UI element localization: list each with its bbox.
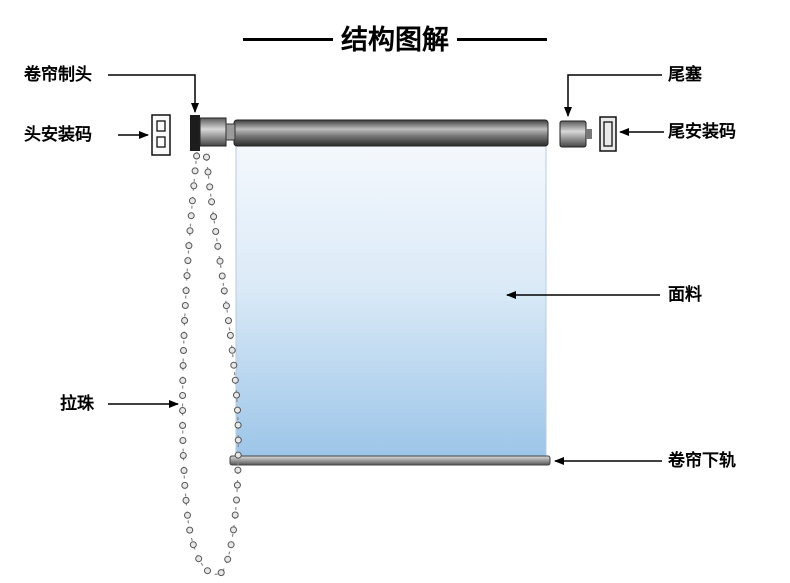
chain-bead — [231, 376, 239, 384]
chain-bead — [218, 272, 226, 280]
chain-bead — [183, 272, 191, 280]
end-bracket-part — [599, 116, 617, 152]
chain-bead — [227, 541, 235, 549]
chain-bead — [206, 183, 214, 191]
end-plug-label: 尾塞 — [668, 65, 702, 85]
bottom-rail-label: 卷帘下轨 — [668, 451, 736, 471]
chain-bead — [180, 467, 188, 474]
chain-bead — [234, 466, 242, 474]
chain-bead — [181, 302, 189, 309]
chain-bead — [204, 168, 212, 176]
chain-bead — [226, 331, 234, 339]
chain-bead — [179, 377, 187, 384]
chain-bead — [234, 421, 242, 429]
chain-bead — [230, 526, 237, 534]
chain-bead — [182, 287, 190, 295]
chain-bead — [186, 227, 194, 235]
chain-bead — [230, 361, 238, 369]
chain-bead — [195, 555, 203, 563]
title-text: 结构图解 — [341, 25, 449, 56]
chain-bead — [179, 452, 187, 459]
chain-bead — [231, 511, 239, 519]
chain-bead — [228, 346, 236, 354]
chain-bead — [180, 347, 187, 354]
head-bracket-label: 头安装码 — [24, 125, 92, 145]
chain-bead — [179, 407, 187, 414]
chain-bead — [185, 242, 193, 250]
chain-bead — [179, 392, 187, 399]
chain-bead — [182, 496, 190, 504]
chain-bead — [184, 511, 191, 519]
chain-bead — [188, 197, 196, 205]
fabric-panel — [235, 145, 547, 459]
chain-bead — [212, 228, 220, 235]
chain-bead — [191, 167, 199, 175]
chain-bead — [233, 391, 240, 399]
chain-bead — [225, 317, 232, 325]
head-controller-part — [190, 115, 236, 151]
head-controller-leader — [108, 74, 199, 113]
chain-bead — [217, 569, 225, 577]
title-right-rule — [457, 38, 547, 41]
chain-bead — [234, 406, 241, 414]
end-bracket-label: 尾安装码 — [668, 122, 736, 142]
end-plug-part — [559, 120, 592, 148]
chain-bead — [222, 302, 230, 310]
chain-bead — [208, 198, 216, 206]
chain-bead — [204, 567, 211, 575]
chain-bead — [220, 287, 228, 295]
chain-bead — [184, 257, 192, 265]
head-controller-label: 卷帘制头 — [24, 65, 92, 85]
head-bracket-part — [151, 114, 171, 156]
chain-bead — [193, 152, 201, 160]
chain-bead — [216, 257, 224, 265]
end-plug-leader — [564, 74, 662, 117]
chain-bead — [181, 481, 189, 489]
chain-bead — [234, 436, 242, 444]
chain-bead — [234, 451, 242, 459]
chain-bead — [179, 437, 187, 444]
bottom-rail-bar — [229, 455, 551, 466]
chain-bead — [210, 213, 218, 221]
chain-bead — [233, 481, 241, 489]
chain-bead — [187, 212, 195, 220]
chain-bead — [180, 332, 188, 339]
chain-bead — [214, 242, 222, 250]
roller-tube — [233, 119, 549, 147]
chain-bead — [233, 496, 240, 504]
chain-bead — [186, 526, 194, 534]
leader-lines — [108, 74, 664, 465]
fabric-label: 面料 — [668, 285, 702, 305]
chain-bead — [190, 182, 198, 190]
chain-bead — [179, 422, 187, 429]
pull-bead-chain — [179, 151, 242, 577]
chain-bead — [203, 153, 210, 161]
title-left-rule — [243, 38, 333, 41]
chain-bead — [224, 555, 232, 563]
chain-bead — [179, 362, 187, 369]
diagram-title: 结构图解 — [0, 18, 790, 57]
pull-chain-label: 拉珠 — [60, 394, 94, 414]
chain-bead — [181, 317, 189, 324]
chain-bead — [189, 541, 197, 549]
